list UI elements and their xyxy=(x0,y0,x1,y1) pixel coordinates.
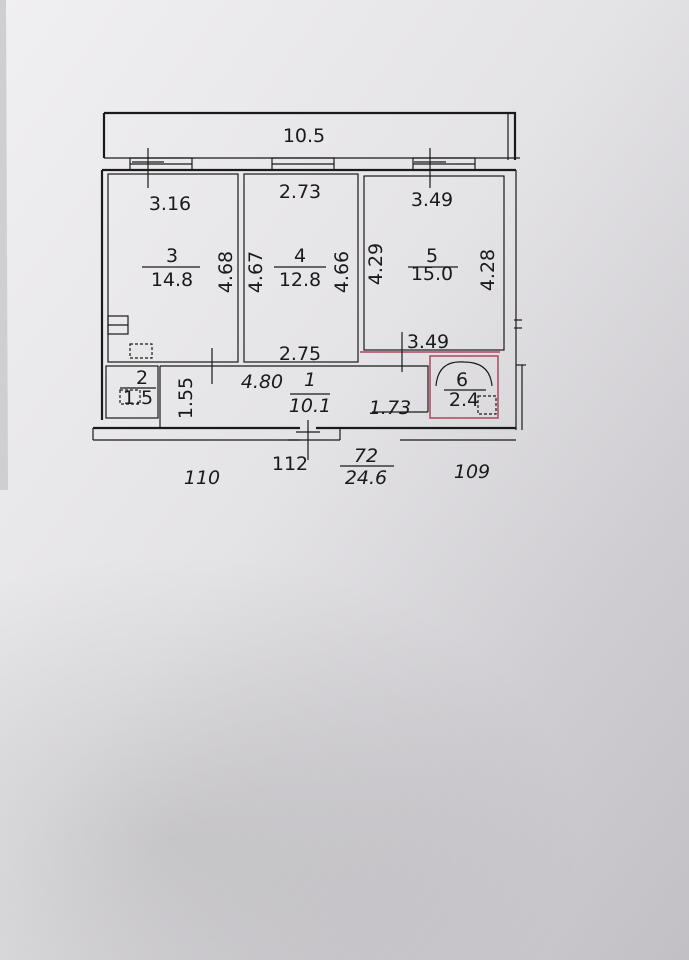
room-5-height-right: 4.28 xyxy=(477,249,499,291)
room-5-height-left: 4.29 xyxy=(365,243,387,285)
room-3-area: 14.8 xyxy=(151,269,193,291)
window-room-3 xyxy=(129,157,193,171)
room-1-area: 10.1 xyxy=(289,395,331,417)
apartment-id: 72 xyxy=(354,445,378,467)
toilet-icon xyxy=(119,389,141,405)
window-room-4 xyxy=(271,157,335,171)
stove-icon xyxy=(107,315,129,335)
room-2-area: 1.5 xyxy=(123,387,153,409)
room-6-number: 6 xyxy=(456,369,468,391)
room-4-height-right: 4.66 xyxy=(331,251,353,293)
room-3-number: 3 xyxy=(166,245,178,267)
outer-walls xyxy=(92,168,517,441)
room-4-width-bottom: 2.75 xyxy=(279,343,321,365)
room-4-area: 12.8 xyxy=(279,269,321,291)
room-4-number: 4 xyxy=(294,245,306,267)
dim-top-overall: 10.5 xyxy=(283,125,325,147)
dimension-ticks xyxy=(132,148,446,460)
apartment-area: 24.6 xyxy=(345,467,387,489)
room-1-side: 1.73 xyxy=(369,397,411,419)
room-5-number: 5 xyxy=(426,245,438,267)
room-5-outline xyxy=(363,175,505,351)
room-2-outline xyxy=(105,365,159,419)
room-3-outline xyxy=(107,173,239,363)
room-5-width-bottom: 3.49 xyxy=(407,331,449,353)
room-1-outline xyxy=(159,366,300,429)
room-5-width-top: 3.49 xyxy=(411,189,453,211)
room-3-width-top: 3.16 xyxy=(149,193,191,215)
room-2-number: 2 xyxy=(136,367,148,389)
neighbour-flat-center: 112 xyxy=(272,453,308,475)
room-5-area: 15.0 xyxy=(411,263,453,285)
radiator-icon-right xyxy=(514,319,522,329)
washer-icon xyxy=(477,395,497,415)
room-1-number: 1 xyxy=(304,369,316,391)
room-1-width: 4.80 xyxy=(241,371,283,393)
room-4-height-left: 4.67 xyxy=(245,251,267,293)
sink-icon xyxy=(129,343,153,359)
room-3-height: 4.68 xyxy=(215,251,237,293)
neighbour-flat-right: 109 xyxy=(454,461,490,483)
room-4-outline xyxy=(243,173,359,363)
area-underlines xyxy=(120,266,486,467)
bathtub-icon xyxy=(435,361,493,387)
room-6-area: 2.4 xyxy=(449,389,479,411)
room-4-width-top: 2.73 xyxy=(279,181,321,203)
right-neighbour-walls xyxy=(516,364,526,430)
neighbour-flat-left: 110 xyxy=(184,467,220,489)
room-6-outline xyxy=(429,355,499,419)
room-1-depth: 1.55 xyxy=(175,377,197,419)
window-room-5 xyxy=(412,157,476,171)
entrance-door xyxy=(288,428,341,441)
